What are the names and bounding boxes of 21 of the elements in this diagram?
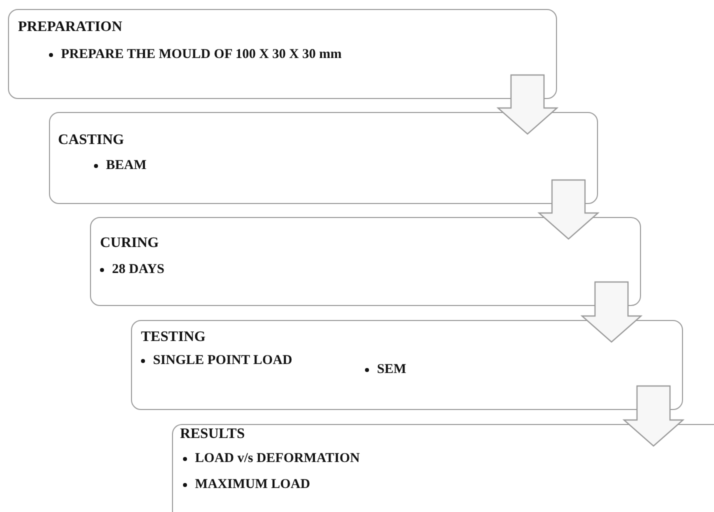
step-box [131,320,683,410]
bullet-text: LOAD v/s DEFORMATION [195,450,360,466]
bullet-text: SEM [377,361,406,377]
step-box [49,112,598,204]
bullet-text: SINGLE POINT LOAD [153,352,292,368]
bullet-text: BEAM [106,157,146,173]
step-box [8,9,557,99]
step-heading: PREPARATION [18,19,122,36]
step-heading: RESULTS [180,426,245,443]
step-box [90,217,641,306]
step-heading: TESTING [141,329,206,346]
bullet-text: PREPARE THE MOULD OF 100 X 30 X 30 mm [61,46,342,62]
block-arrow [622,385,685,447]
step-heading: CASTING [58,132,124,149]
bullet-text: MAXIMUM LOAD [195,476,310,492]
step-heading: CURING [100,235,159,252]
block-arrow [496,74,559,135]
bullet-text: 28 DAYS [112,261,164,277]
block-arrow [580,281,643,343]
block-arrow [537,179,600,240]
step-box [172,424,714,512]
